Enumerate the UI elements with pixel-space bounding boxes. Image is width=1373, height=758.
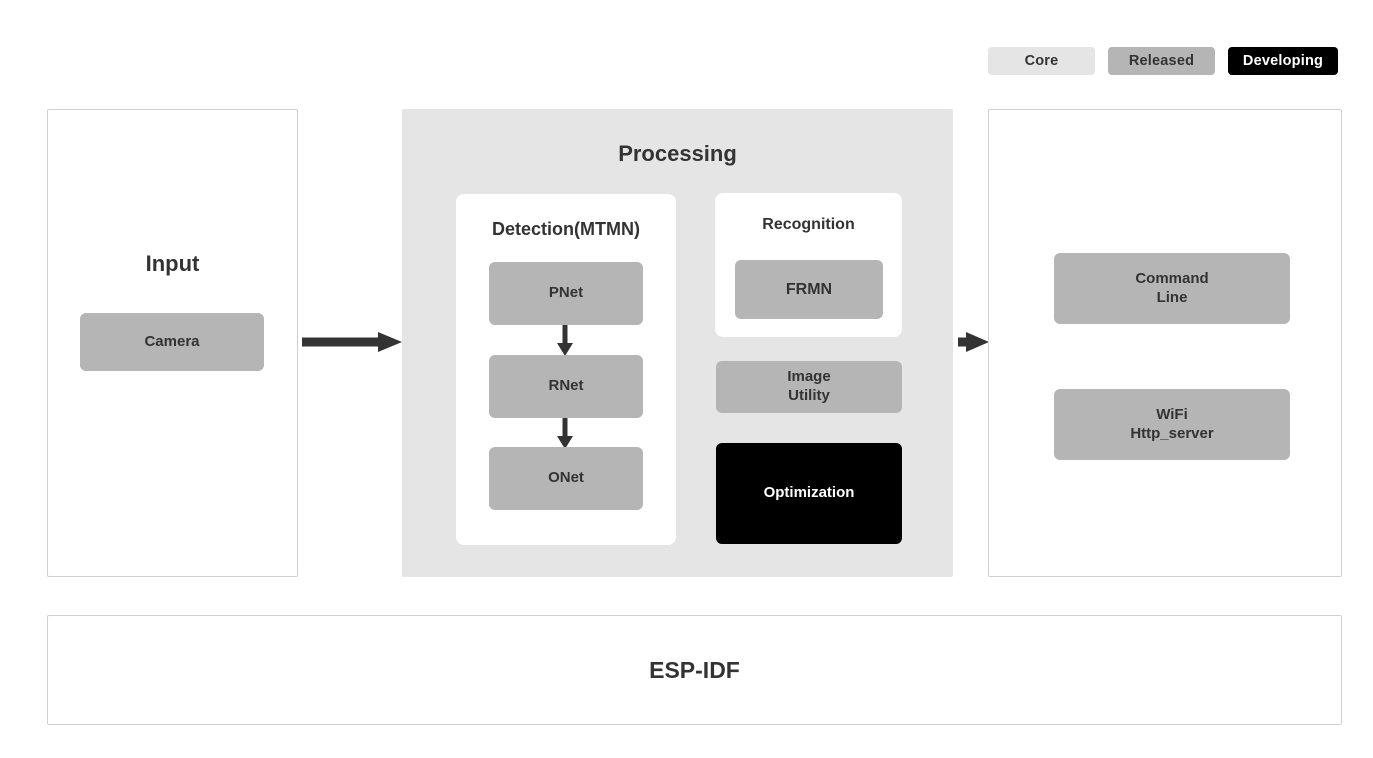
box-frmn[interactable]: FRMN: [735, 260, 883, 319]
card-detection-title: Detection(MTMN): [492, 219, 640, 239]
panel-esp-idf: ESP-IDF: [47, 615, 1342, 725]
legend: Core Released Developing: [988, 47, 1338, 75]
panel-output: Output: [988, 109, 1342, 577]
panel-esp-idf-title: ESP-IDF: [649, 656, 740, 683]
panel-input-title: Input: [145, 251, 200, 276]
box-rnet[interactable]: RNet: [489, 355, 643, 418]
box-image-utility[interactable]: Image Utility: [716, 361, 902, 413]
legend-chip-core[interactable]: Core: [988, 47, 1095, 75]
legend-chip-released[interactable]: Released: [1108, 47, 1215, 75]
legend-chip-developing[interactable]: Developing: [1228, 47, 1338, 75]
arrow-rnet-to-onet: [557, 418, 573, 449]
panel-processing-title: Processing: [618, 141, 737, 166]
box-command-line[interactable]: Command Line: [1054, 253, 1290, 324]
arrow-pnet-to-rnet: [557, 325, 573, 356]
box-optimization[interactable]: Optimization: [716, 443, 902, 544]
arrow-processing-to-output: [958, 332, 989, 352]
arrow-input-to-processing: [302, 332, 402, 352]
card-recognition-title: Recognition: [762, 216, 855, 233]
box-camera[interactable]: Camera: [80, 313, 264, 371]
box-onet[interactable]: ONet: [489, 447, 643, 510]
box-pnet[interactable]: PNet: [489, 262, 643, 325]
box-wifi-http-server[interactable]: WiFi Http_server: [1054, 389, 1290, 460]
